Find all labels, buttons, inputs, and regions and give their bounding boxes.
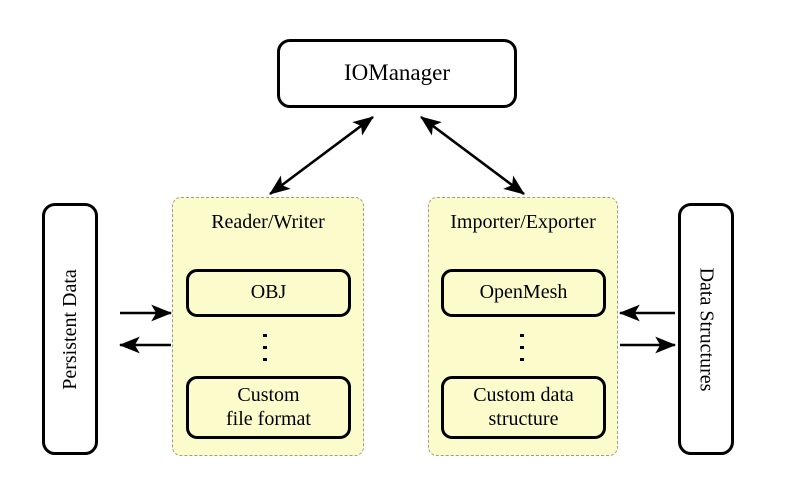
io-manager-node[interactable]: IOManager xyxy=(277,39,517,108)
persistent-data-node[interactable]: Persistent Data xyxy=(42,203,98,455)
connector-manager-importerexporter xyxy=(420,115,525,196)
leaf-node-obj[interactable]: OBJ xyxy=(186,269,351,317)
leaf-node-custom-data-structure-line2: structure xyxy=(488,407,559,430)
ellipsis-importer-exporter xyxy=(519,334,525,361)
connector-manager-readerwriter xyxy=(269,115,374,196)
io-manager-label: IOManager xyxy=(343,60,450,86)
data-structures-label: Data Structures xyxy=(695,267,718,391)
leaf-node-custom-file-format-line1: Custom xyxy=(237,383,300,406)
leaf-node-obj-label: OBJ xyxy=(250,281,287,304)
leaf-node-custom-data-structure-line1: Custom data xyxy=(473,383,574,406)
data-structures-node[interactable]: Data Structures xyxy=(678,203,734,455)
leaf-node-custom-data-structure[interactable]: Custom data structure xyxy=(441,376,606,439)
leaf-node-openmesh[interactable]: OpenMesh xyxy=(441,269,606,317)
group-title-reader-writer: Reader/Writer xyxy=(211,211,325,233)
ellipsis-reader-writer xyxy=(262,334,268,361)
leaf-node-custom-file-format[interactable]: Custom file format xyxy=(186,376,351,439)
leaf-node-openmesh-label: OpenMesh xyxy=(479,281,568,304)
persistent-data-label: Persistent Data xyxy=(58,268,81,390)
leaf-node-custom-file-format-line2: file format xyxy=(226,407,311,430)
group-title-importer-exporter: Importer/Exporter xyxy=(450,211,596,233)
